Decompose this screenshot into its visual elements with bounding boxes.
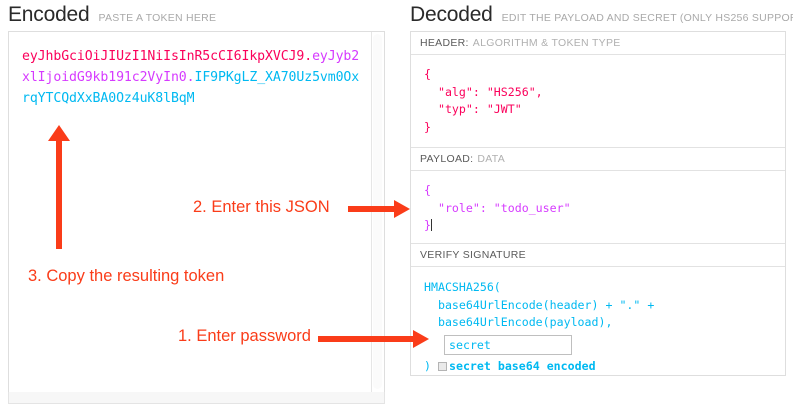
encoded-token-panel[interactable]: eyJhbGciOiJIUzI1NiIsInR5cCI6IkpXVCJ9.eyJ…: [8, 31, 385, 393]
signature-line-2: base64UrlEncode(header) + "." +: [424, 297, 655, 312]
decoded-column-title: Decoded EDIT THE PAYLOAD AND SECRET (ONL…: [410, 3, 793, 27]
signature-line-3: base64UrlEncode(payload),: [424, 315, 613, 329]
token-payload-segment: eyJyb2xlIjoidG9kb191c2VyIn0: [22, 49, 360, 85]
header-section-label: HEADER: ALGORITHM & TOKEN TYPE: [411, 32, 785, 55]
header-label-value: ALGORITHM & TOKEN TYPE: [472, 37, 621, 49]
payload-json-editor[interactable]: { "role": "todo_user" }: [411, 171, 785, 244]
payload-text-caret: [430, 219, 432, 231]
annotation-step-3-text: 3. Copy the resulting token: [28, 267, 225, 285]
annotation-step-2-arrow: [348, 200, 410, 218]
token-signature-segment: IF9PKgLZ_XA70Uz5vm0OxrqYTCQdXxBA0Oz4uK8l…: [22, 70, 360, 106]
token-separator-2: .: [186, 70, 195, 85]
annotation-step-2-text: 2. Enter this JSON: [193, 198, 330, 216]
payload-json-line-2: "role": "todo_user": [424, 200, 571, 215]
decoded-subtitle-text: EDIT THE PAYLOAD AND SECRET (ONLY HS256 …: [501, 12, 793, 24]
header-json-editor[interactable]: { "alg": "HS256", "typ": "JWT" }: [411, 55, 785, 148]
token-header-segment: eyJhbGciOiJIUzI1NiIsInR5cCI6IkpXVCJ9: [22, 49, 305, 64]
signature-section-label: VERIFY SIGNATURE: [411, 244, 785, 267]
base64-encoded-label: secret base64 encoded: [448, 358, 596, 373]
encoded-token-textarea[interactable]: eyJhbGciOiJIUzI1NiIsInR5cCI6IkpXVCJ9.eyJ…: [22, 46, 362, 109]
base64-encoded-checkbox[interactable]: [437, 361, 447, 371]
header-label-key: HEADER:: [420, 37, 469, 49]
decoded-title-text: Decoded: [410, 3, 493, 26]
payload-json-line-1: {: [424, 183, 431, 197]
payload-json-line-3: }: [424, 218, 431, 232]
signature-close-paren: ): [424, 358, 431, 373]
signature-label-key: VERIFY SIGNATURE: [420, 249, 526, 261]
payload-label-value: DATA: [477, 153, 506, 165]
encoded-panel-footer: [8, 392, 385, 404]
encoded-column-title: Encoded PASTE A TOKEN HERE: [8, 3, 216, 27]
header-json-code: { "alg": "HS256", "typ": "JWT" }: [424, 67, 543, 134]
annotation-step-1-text: 1. Enter password: [178, 327, 311, 345]
secret-input[interactable]: [444, 334, 572, 355]
token-separator-1: .: [304, 49, 313, 64]
payload-label-key: PAYLOAD:: [420, 153, 474, 165]
annotation-step-1-arrow: [318, 330, 429, 348]
signature-line-1: HMACSHA256(: [424, 280, 501, 294]
decoded-panel: HEADER: ALGORITHM & TOKEN TYPE { "alg": …: [410, 31, 786, 376]
payload-section-label: PAYLOAD: DATA: [411, 148, 785, 171]
annotation-step-3-arrow: [48, 125, 70, 249]
encoded-title-text: Encoded: [8, 3, 90, 26]
encoded-subtitle-text: PASTE A TOKEN HERE: [98, 12, 217, 24]
signature-editor: HMACSHA256( base64UrlEncode(header) + ".…: [411, 267, 785, 384]
